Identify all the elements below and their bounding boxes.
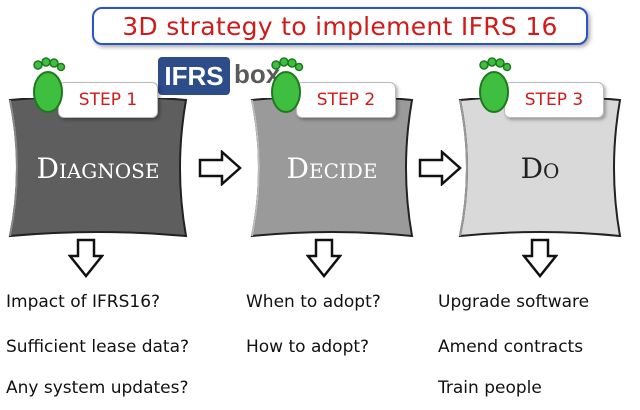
footprint-icon (271, 57, 304, 113)
stage-diagnose-shape (8, 98, 188, 238)
logo-ifrs-text: IFRS (158, 57, 230, 95)
arrow-right-icon (418, 150, 462, 186)
diagnose-item: Any system updates? (6, 378, 189, 398)
diagnose-item: Sufficient lease data? (6, 337, 190, 357)
stage-decide: Decide (248, 98, 416, 238)
diagnose-item: Impact of IFRS16? (6, 292, 161, 312)
step-3-tag: STEP 3 (504, 82, 604, 118)
stage-decide-shape (250, 98, 414, 238)
arrow-down-icon (306, 238, 342, 278)
stage-do-shape (458, 98, 622, 238)
arrow-right-icon (198, 150, 242, 186)
stage-do: Do (456, 98, 624, 238)
decide-item: How to adopt? (246, 337, 370, 357)
ifrsbox-logo: IFRS box (158, 55, 290, 99)
do-item: Upgrade software (438, 292, 590, 312)
do-item: Train people (438, 378, 542, 398)
step-2-tag: STEP 2 (296, 82, 396, 118)
stage-diagnose: Diagnose (6, 98, 190, 238)
arrow-down-icon (522, 238, 558, 278)
page-title: 3D strategy to implement IFRS 16 (122, 11, 558, 41)
step-1-tag: STEP 1 (58, 82, 158, 118)
title-banner: 3D strategy to implement IFRS 16 (92, 7, 588, 45)
do-item: Amend contracts (438, 337, 584, 357)
decide-item: When to adopt? (246, 292, 381, 312)
footprint-icon (33, 57, 66, 113)
footprint-icon (479, 57, 512, 113)
arrow-down-icon (68, 238, 104, 278)
